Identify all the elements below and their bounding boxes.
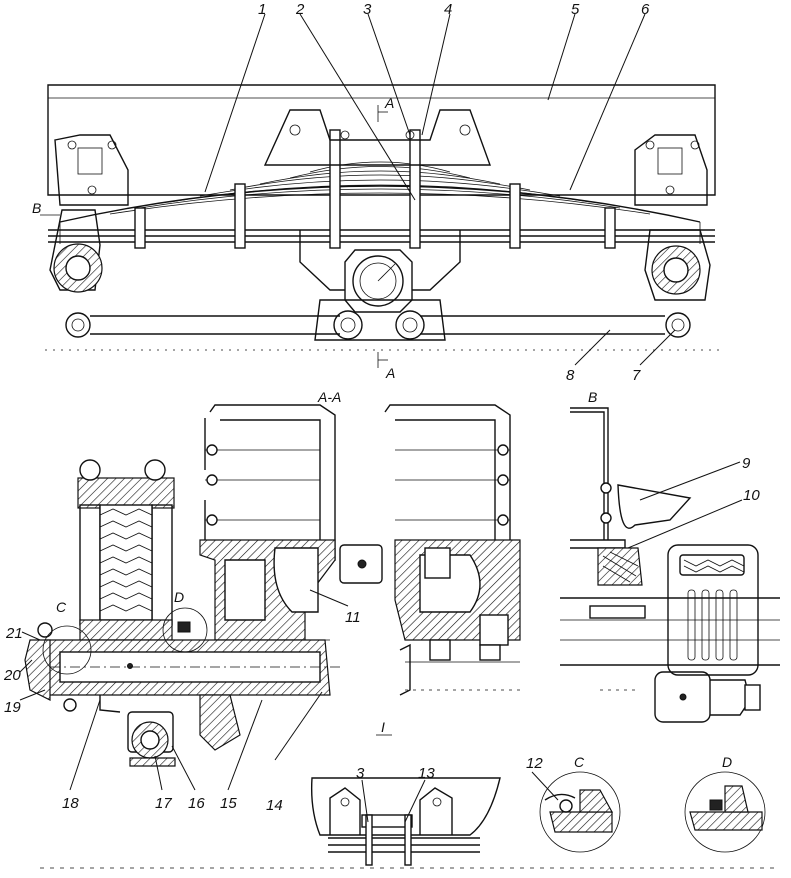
callout-14: 14: [266, 797, 283, 814]
rear-axle-housing: [644, 229, 711, 338]
bump-stop-bracket: [667, 544, 759, 676]
callout-11: 11: [345, 609, 361, 626]
detail-d-marker: [162, 607, 208, 653]
main-side-view: [40, 84, 720, 368]
front-axle-housing: [49, 209, 103, 338]
section-a-bottom-label: A: [385, 365, 395, 381]
detail-c-view: [539, 771, 621, 853]
callout-17: 17: [155, 795, 172, 812]
callout-16: 16: [188, 795, 205, 812]
callout-8: 8: [566, 367, 575, 384]
callout-6: 6: [641, 1, 650, 18]
leaf-spring-pack: [48, 161, 715, 244]
callout-15: 15: [220, 795, 237, 812]
detail-c-marker: [42, 625, 92, 675]
callout-21: 21: [5, 625, 23, 642]
callout-5: 5: [571, 1, 580, 18]
leader-lines: [19, 13, 743, 823]
lower-carrier: [314, 299, 446, 341]
section-a-a-view: [180, 404, 521, 696]
callout-19: 19: [4, 699, 21, 716]
callout-9: 9: [742, 455, 751, 472]
detail-d-view: [684, 771, 766, 853]
detail-d-title: D: [722, 754, 732, 770]
callout-2: 2: [295, 1, 305, 18]
u-bolt-right: [409, 129, 421, 249]
callout-3: 3: [363, 1, 372, 18]
lower-torque-rod: [90, 315, 665, 335]
view-b-title: B: [588, 389, 597, 405]
view-one-title: I: [381, 719, 385, 735]
detail-d-marker-label: D: [174, 589, 184, 605]
spring-clips: [134, 183, 616, 249]
u-bolt-left: [329, 129, 341, 249]
front-bracket: [54, 134, 129, 206]
trunnion-bracket: [263, 109, 491, 166]
view-b-marker: B: [32, 200, 41, 216]
frame-rail: [47, 84, 716, 196]
callout-4: 4: [444, 1, 452, 18]
view-b: [560, 407, 780, 723]
callout-20: 20: [3, 667, 21, 684]
detail-c-marker-label: C: [56, 599, 67, 615]
rear-bracket: [634, 134, 708, 206]
callout-labels: 1 2 3 4 5 6 7 8 9 10 11 12 13 14 15 16 1…: [3, 1, 760, 814]
callout-1: 1: [258, 1, 266, 18]
detail-c-title: C: [574, 754, 585, 770]
section-a-top-label: A: [384, 95, 394, 111]
callout-13: 13: [418, 765, 435, 782]
leaf-stack-section: [99, 504, 153, 621]
lubricator-fitting: [127, 711, 176, 767]
view-one-callout-3: 3: [356, 765, 365, 782]
section-aa-title: A-A: [317, 389, 341, 405]
trunnion-cross-section: [24, 459, 340, 767]
callout-7: 7: [632, 367, 641, 384]
callout-10: 10: [743, 487, 760, 504]
callout-12: 12: [526, 755, 543, 772]
callout-18: 18: [62, 795, 79, 812]
view-one: [40, 777, 780, 869]
